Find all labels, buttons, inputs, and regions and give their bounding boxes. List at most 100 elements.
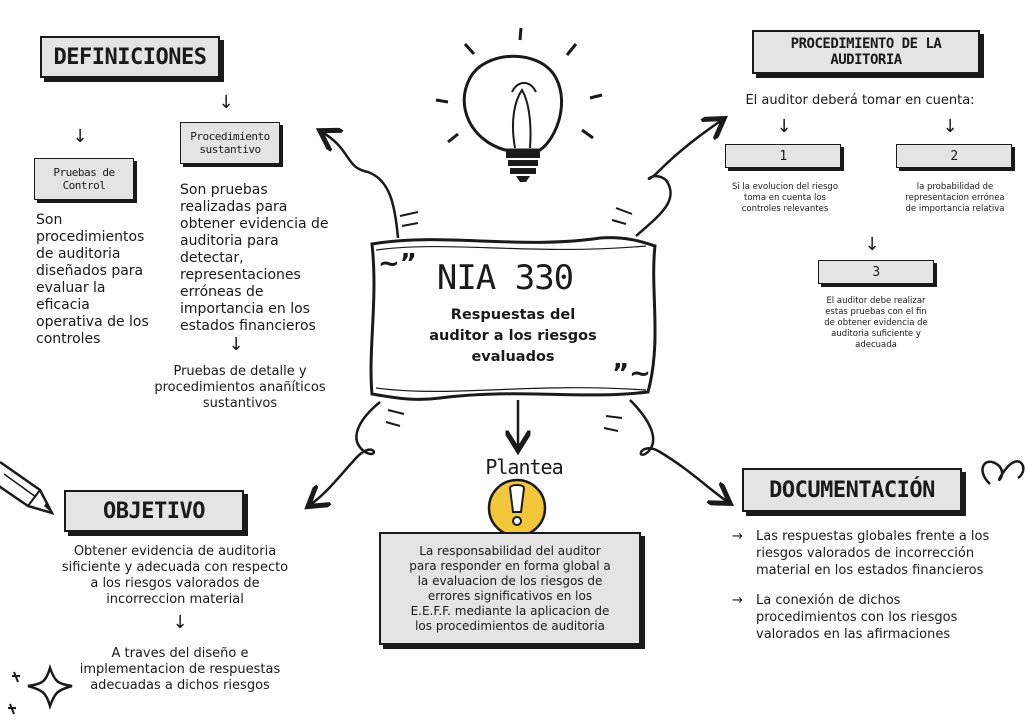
- text-line: controles: [36, 331, 101, 347]
- arrow-right-icon: →: [732, 529, 743, 544]
- text-line: Pruebas de detalle y: [173, 364, 307, 379]
- text-line: valorados en las afirmaciones: [756, 627, 951, 642]
- arrow-down-icon: ↓: [776, 116, 792, 137]
- arrow-down-icon: ↓: [864, 234, 880, 255]
- text-line: de obtener evidencia de: [824, 318, 928, 328]
- text-line: procedimientos anañíticos: [154, 380, 326, 395]
- subtitle-line: Respuestas del: [450, 307, 576, 323]
- subtitle-line: evaluados: [471, 349, 555, 365]
- text-line: procedimientos con los riesgos: [756, 610, 958, 625]
- arrow-down-icon: ↓: [942, 116, 958, 137]
- text-line: eficacia: [36, 297, 90, 313]
- svg-text:”~: ”~: [612, 359, 651, 389]
- text-line: controles relevantes: [741, 204, 829, 214]
- procedimiento-label-line1: PROCEDIMIENTO DE LA: [790, 36, 942, 52]
- center-subtitle: Respuestas del auditor a los riesgos eva…: [398, 305, 628, 368]
- text-line: estados financieros: [180, 318, 316, 334]
- text-line: la evaluacion de los riesgos de: [417, 574, 603, 588]
- text-line: operativa de los: [36, 314, 149, 330]
- text-line: La responsabilidad del auditor: [419, 544, 601, 558]
- arrow-down-icon: ↓: [218, 92, 234, 113]
- procedimiento-sustantivo-text: Son pruebas realizadas para obtener evid…: [180, 182, 360, 335]
- sparkle-icon: [8, 663, 73, 715]
- arrow-down-icon: ↓: [72, 126, 88, 147]
- procedimiento-sustantivo-line1: Procedimiento: [190, 130, 270, 143]
- text-line: de auditoria: [36, 246, 121, 262]
- text-line: El auditor debe realizar: [826, 296, 926, 306]
- pruebas-detalle-text: Pruebas de detalle y procedimientos anañ…: [130, 364, 350, 412]
- text-line: de importancia relativa: [905, 204, 1005, 214]
- text-line: incorreccion material: [106, 592, 244, 607]
- text-line: Las respuestas globales frente a los: [756, 529, 990, 544]
- procedimiento-intro: El auditor deberá tomar en cuenta:: [745, 93, 975, 108]
- item-1-text: Si la evolucion del riesgo toma en cuent…: [718, 182, 852, 215]
- text-line: Son: [36, 212, 63, 228]
- svg-text:~”: ~”: [378, 249, 417, 279]
- text-line: La conexión de dichos: [756, 593, 901, 608]
- pruebas-de-control-line2: Control: [62, 179, 106, 192]
- item-2-text: la probabilidad de representacion erróne…: [888, 182, 1022, 215]
- text-line: a los riesgos valorados de: [90, 576, 260, 591]
- bullet-text: La conexión de dichos procedimientos con…: [756, 592, 996, 643]
- text-line: Si la evolucion del riesgo: [731, 182, 839, 192]
- text-line: adecuadas a dichos riesgos: [90, 678, 270, 693]
- item-2-box: 2: [896, 144, 1012, 168]
- plantea-text: La responsabilidad del auditor para resp…: [384, 544, 636, 634]
- pencil-icon: [0, 460, 55, 516]
- warning-bulb-icon: [487, 478, 547, 538]
- text-line: obtener evidencia de: [180, 216, 329, 232]
- procedimiento-sustantivo-label: Procedimiento sustantivo: [180, 122, 280, 164]
- text-line: A traves del diseño e: [111, 646, 249, 661]
- text-line: auditoria suficiente y: [831, 329, 921, 339]
- arrow-down-icon: ↓: [228, 334, 244, 355]
- text-line: representaciones: [180, 267, 301, 283]
- text-line: E.E.F.F. mediante la aplicacion de: [410, 604, 610, 618]
- text-line: importancia en los: [180, 301, 310, 317]
- text-line: para responder en forma global a: [409, 559, 611, 573]
- text-line: estas pruebas con el fin: [825, 307, 927, 317]
- text-line: errores significativos en los: [427, 589, 593, 603]
- text-line: adecuada: [855, 340, 897, 350]
- objetivo-text-2: A traves del diseño e implementacion de …: [60, 646, 300, 694]
- objetivo-text: Obtener evidencia de auditoria sificient…: [40, 544, 310, 608]
- text-line: toma en cuenta los: [744, 193, 826, 203]
- documentacion-bullet-1: → Las respuestas globales frente a los r…: [732, 528, 1002, 584]
- arrow-down-icon: ↓: [172, 612, 188, 633]
- item-3-box: 3: [818, 260, 934, 284]
- procedimiento-sustantivo-line2: sustantivo: [199, 143, 261, 156]
- text-line: representacion errónea: [905, 193, 1005, 203]
- center-frame: [369, 236, 657, 401]
- text-line: diseñados para: [36, 263, 144, 279]
- text-line: riesgos valorados de incorrección: [756, 546, 975, 561]
- text-line: Son pruebas: [180, 182, 268, 198]
- text-line: evaluar la: [36, 280, 106, 296]
- bullet-text: Las respuestas globales frente a los rie…: [756, 528, 996, 579]
- text-line: detectar,: [180, 250, 244, 266]
- subtitle-line: auditor a los riesgos: [429, 328, 597, 344]
- item-3-text: El auditor debe realizar estas pruebas c…: [806, 296, 946, 351]
- center-title: NIA 330: [436, 258, 574, 298]
- plantea-label: Plantea: [485, 455, 563, 479]
- definiciones-label: DEFINICIONES: [40, 36, 220, 78]
- pruebas-de-control-text: Son procedimientos de auditoria diseñado…: [36, 212, 176, 348]
- text-line: implementacion de respuestas: [79, 662, 281, 677]
- text-line: procedimientos: [36, 229, 145, 245]
- text-line: sificiente y adecuada con respecto: [61, 560, 289, 575]
- plantea-box: [379, 532, 641, 645]
- pruebas-de-control-label: Pruebas de Control: [34, 158, 134, 200]
- item-1-box: 1: [725, 144, 841, 168]
- procedimiento-label-line2: AUDITORIA: [830, 52, 902, 68]
- text-line: la probabilidad de: [916, 182, 994, 192]
- documentacion-bullet-2: → La conexión de dichos procedimientos c…: [732, 592, 1002, 648]
- arrow-right-icon: →: [732, 593, 743, 608]
- text-line: Obtener evidencia de auditoria: [73, 544, 277, 559]
- text-line: erróneas de: [180, 284, 264, 300]
- objetivo-label: OBJETIVO: [64, 490, 244, 532]
- text-line: los procedimientos de auditoria: [415, 619, 605, 633]
- pruebas-de-control-line1: Pruebas de: [53, 166, 115, 179]
- text-line: material en los estados financieros: [756, 563, 984, 578]
- procedimiento-label: PROCEDIMIENTO DE LA AUDITORIA: [752, 30, 980, 74]
- text-line: realizadas para: [180, 199, 288, 215]
- text-line: auditoria para: [180, 233, 279, 249]
